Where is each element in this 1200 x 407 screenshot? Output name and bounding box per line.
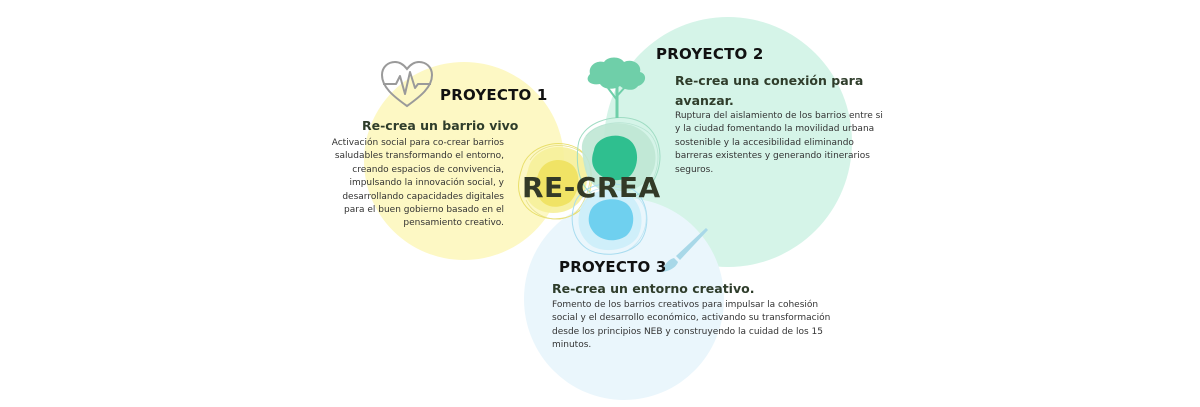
project-3-description-line: desde los principios NEB y construyendo … xyxy=(552,326,823,337)
tree-icon xyxy=(587,57,646,118)
project-1-description-line: creando espacios de convivencia, xyxy=(352,164,504,175)
project-2-description-line: y la ciudad fomentando la movilidad urba… xyxy=(675,124,875,135)
project-3-description-line: Fomento de los barrios creativos para im… xyxy=(552,300,819,310)
project-2-description-line: barreras existentes y generando itinerar… xyxy=(675,151,870,162)
project-3-description-line: social y el desarrollo económico, activa… xyxy=(552,313,831,324)
project-1-title: PROYECTO 1 xyxy=(440,86,548,104)
project-3-title: PROYECTO 3 xyxy=(559,258,667,276)
project-2-description-line: sostenible y la accesibilidad eliminando xyxy=(675,137,854,148)
project-1-circle xyxy=(364,62,564,260)
project-1-description-line: saludables transformando el entorno, xyxy=(334,151,504,162)
project-1-subtitle: Re-crea un barrio vivo xyxy=(362,118,519,133)
project-3-description-line: minutos. xyxy=(552,340,592,351)
project-1-description-line: impulsando la innovación social, y xyxy=(349,178,504,189)
project-3-subtitle: Re-crea un entorno creativo. xyxy=(552,281,755,296)
project-2-description-line: seguros. xyxy=(675,164,714,175)
project-2-subtitle-line: Re-crea una conexión para xyxy=(675,73,864,88)
project-2-subtitle: Re-crea una conexión para avanzar. xyxy=(675,71,863,111)
heart-pulse-icon xyxy=(380,60,434,108)
project-3-description: Fomento de los barrios creativos para im… xyxy=(552,299,830,353)
brand-logo-text: RE-CREA xyxy=(522,171,661,204)
project-2-subtitle-line: avanzar. xyxy=(675,93,734,108)
project-2-description-line: Ruptura del aislamiento de los barrios e… xyxy=(675,111,883,121)
project-1-description-line: Activación social para co-crear barrios xyxy=(331,138,504,148)
project-1-description-line: para el buen gobierno basado en el xyxy=(344,205,504,216)
paintbrush-icon xyxy=(660,228,708,272)
project-2-description: Ruptura del aislamiento de los barrios e… xyxy=(675,110,883,177)
project-1-description-line: pensamiento creativo. xyxy=(403,218,504,229)
project-1-description: Activación social para co-crear barrios … xyxy=(332,137,504,231)
project-1-description-line: desarrollando capacidades digitales xyxy=(342,191,504,202)
project-2-title: PROYECTO 2 xyxy=(656,45,764,63)
